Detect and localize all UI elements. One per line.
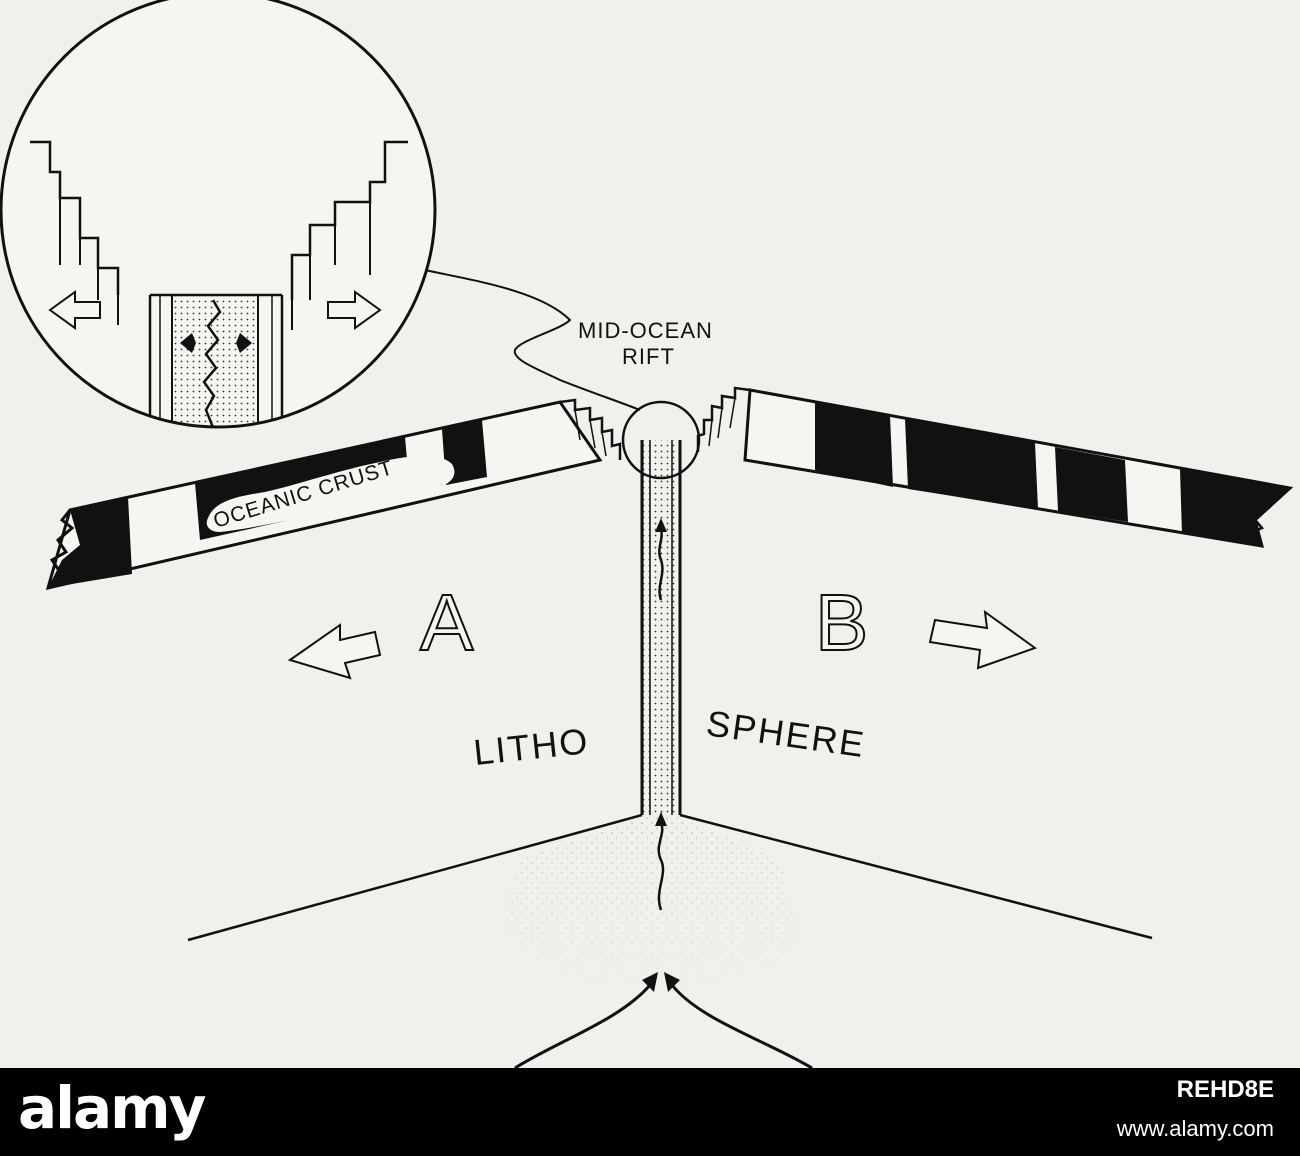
watermark-bar: alamy REHD8E www.alamy.com [0,1068,1300,1156]
plate-a-label: A [420,578,475,667]
seafloor-spreading-diagram: OCEANIC CRUST [0,0,1294,1068]
plate-b-label: B [815,578,870,667]
rift-zone-marker [621,400,701,480]
plate-b-group: B [814,577,1038,670]
image-id: REHD8E [1176,1076,1274,1103]
rift-label-line1: MID-OCEAN [578,318,713,343]
right-arrow-icon [928,609,1038,670]
rift-channel [640,440,682,815]
watermark-url: www.alamy.com [1116,1116,1274,1141]
rift-inset [0,0,437,429]
inset-left-arrow-icon [48,290,101,330]
plate-a-group: A [287,577,475,680]
convection-arrows [514,972,813,1068]
right-crust-slab [696,386,1294,548]
alamy-logo: alamy [18,1074,206,1142]
lithosphere-base [187,810,1153,1010]
litho-label: LITHO [472,720,592,773]
rift-label-line2: RIFT [622,344,675,369]
left-arrow-icon [287,623,382,680]
left-crust-slab: OCEANIC CRUST [45,398,622,591]
sphere-label: SPHERE [704,702,868,765]
inset-right-arrow-icon [327,290,382,330]
rift-callout: MID-OCEAN RIFT [424,269,713,411]
